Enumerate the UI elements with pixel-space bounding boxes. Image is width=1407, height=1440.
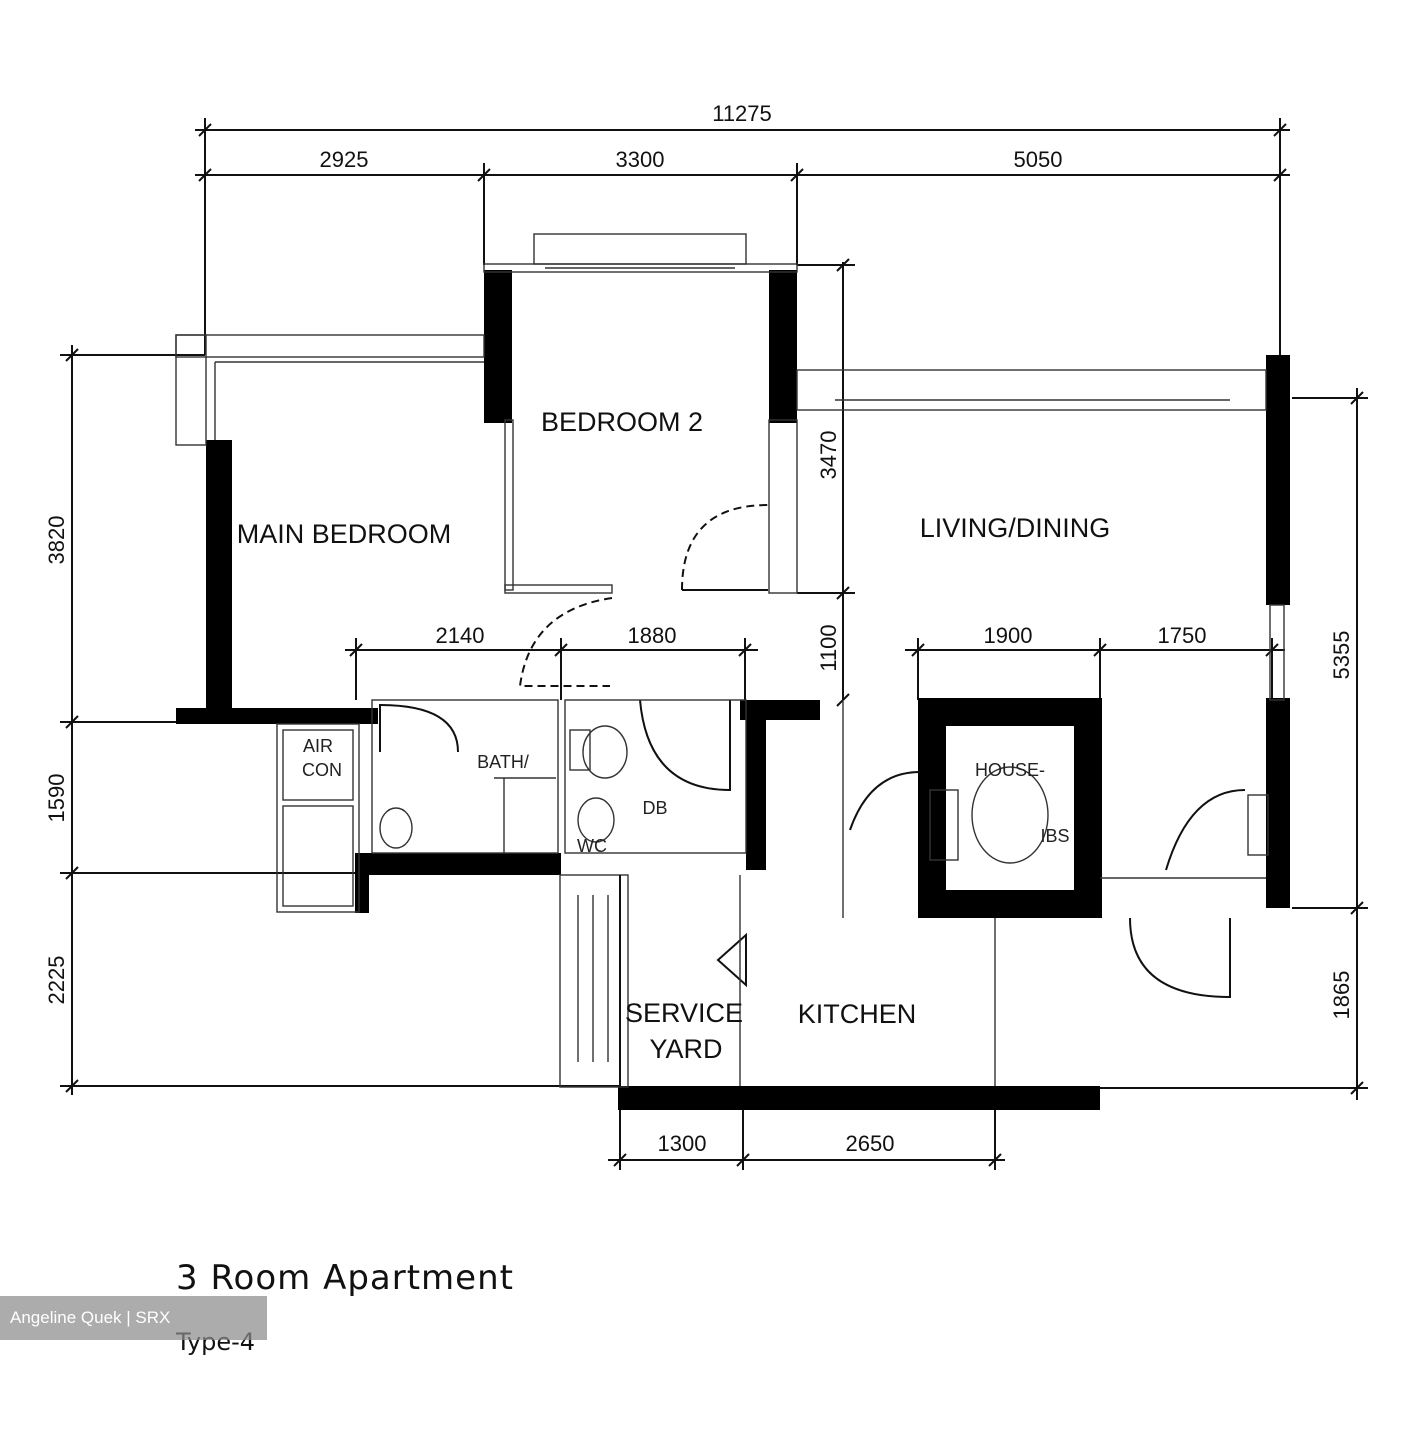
label-aircon-2: CON: [302, 760, 342, 780]
plan-title: 3 Room Apartment: [176, 1258, 514, 1298]
label-ibs: IBS: [1040, 826, 1069, 846]
dim-overall-width: 11275: [712, 101, 772, 126]
dim-top-2: 3300: [616, 147, 665, 172]
dim-top-1: 2925: [320, 147, 369, 172]
dim-left-2: 1590: [44, 774, 69, 823]
right-dimension-lines: [1100, 388, 1368, 1100]
label-wc: WC: [577, 836, 607, 856]
dim-right-2: 1865: [1329, 971, 1354, 1020]
store-dimension-lines: [905, 638, 1285, 700]
dim-passage-depth: 1100: [816, 624, 841, 671]
dim-bedroom2-depth: 3470: [816, 431, 841, 480]
dim-bottom-2: 2650: [846, 1131, 895, 1156]
structural-walls: [176, 270, 1290, 1110]
dim-left-1: 3820: [44, 516, 69, 565]
label-main-bedroom: MAIN BEDROOM: [237, 519, 452, 549]
dim-bath-2: 1880: [628, 623, 677, 648]
dim-top-3: 5050: [1014, 147, 1063, 172]
windows-and-partitions: [175, 233, 1285, 701]
label-kitchen: KITCHEN: [798, 999, 917, 1029]
wet-areas: [276, 699, 1269, 1088]
dim-store-1: 1900: [984, 623, 1033, 648]
watermark: Angeline Quek | SRX PROPERTY: [0, 1296, 267, 1371]
middle-dimension-lines: [797, 258, 855, 707]
label-living-dining: LIVING/DINING: [920, 513, 1111, 543]
label-aircon-1: AIR: [303, 736, 333, 756]
dim-bottom-1: 1300: [658, 1131, 707, 1156]
doors: [379, 504, 1246, 999]
dim-right-1: 5355: [1329, 631, 1354, 680]
label-service-yard-2: YARD: [649, 1034, 722, 1064]
dim-store-2: 1750: [1158, 623, 1207, 648]
label-bath: BATH/: [477, 752, 529, 772]
label-service-yard-1: SERVICE: [625, 998, 743, 1028]
bath-dimension-lines: [345, 638, 758, 700]
dim-bath-1: 2140: [436, 623, 485, 648]
top-dimension-lines: [195, 118, 1290, 355]
bottom-dimension-lines: [608, 1110, 1005, 1170]
dim-left-3: 2225: [44, 956, 69, 1005]
label-db: DB: [642, 798, 667, 818]
label-household-shelter: HOUSE-: [975, 760, 1045, 780]
label-bedroom-2: BEDROOM 2: [541, 407, 703, 437]
left-dimension-lines: [60, 345, 620, 1095]
